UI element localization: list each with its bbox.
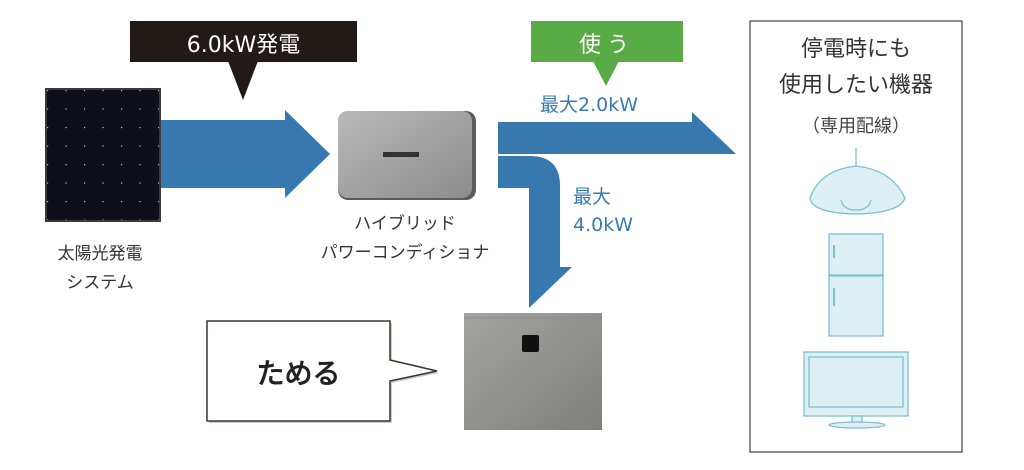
battery-output-value: 最大 4.0kW — [573, 183, 633, 239]
battery-icon — [464, 313, 602, 430]
power-conditioner-icon — [338, 111, 476, 200]
generation-label: 6.0kW発電 — [186, 33, 301, 58]
generation-arrow — [161, 110, 330, 198]
lamp-icon — [809, 148, 906, 215]
appliance-output-arrow — [498, 112, 736, 154]
solar-label: 太陽光発電 システム — [20, 240, 180, 298]
battery-output-arrow — [498, 156, 572, 308]
appliance-box-title-line2: 使用したい機器 — [778, 73, 933, 98]
battery-output-line2: 4.0kW — [573, 214, 634, 236]
inverter-label-line2: パワーコンディショナ — [320, 243, 490, 263]
solar-label-line1: 太陽光発電 — [57, 244, 143, 264]
appliance-output-value: 最大2.0kW — [540, 94, 639, 116]
tv-icon — [803, 351, 909, 429]
use-label: 使う — [578, 33, 635, 58]
use-callout — [531, 21, 683, 86]
appliance-box-title: 停電時にも 使用したい機器 — [750, 32, 962, 104]
inverter-label-line1: ハイブリッド — [354, 214, 456, 234]
appliance-box-subtitle: （専用配線） — [802, 116, 910, 137]
generation-callout — [130, 21, 357, 100]
appliance-box-title-line1: 停電時にも — [800, 37, 911, 62]
solar-panel-icon — [45, 88, 161, 222]
store-speech-bubble — [206, 320, 439, 423]
refrigerator-icon — [828, 233, 884, 337]
store-label: ためる — [256, 357, 341, 390]
inverter-label: ハイブリッド パワーコンディショナ — [300, 210, 510, 268]
battery-output-line1: 最大 — [573, 186, 612, 208]
solar-label-line2: システム — [66, 273, 134, 293]
